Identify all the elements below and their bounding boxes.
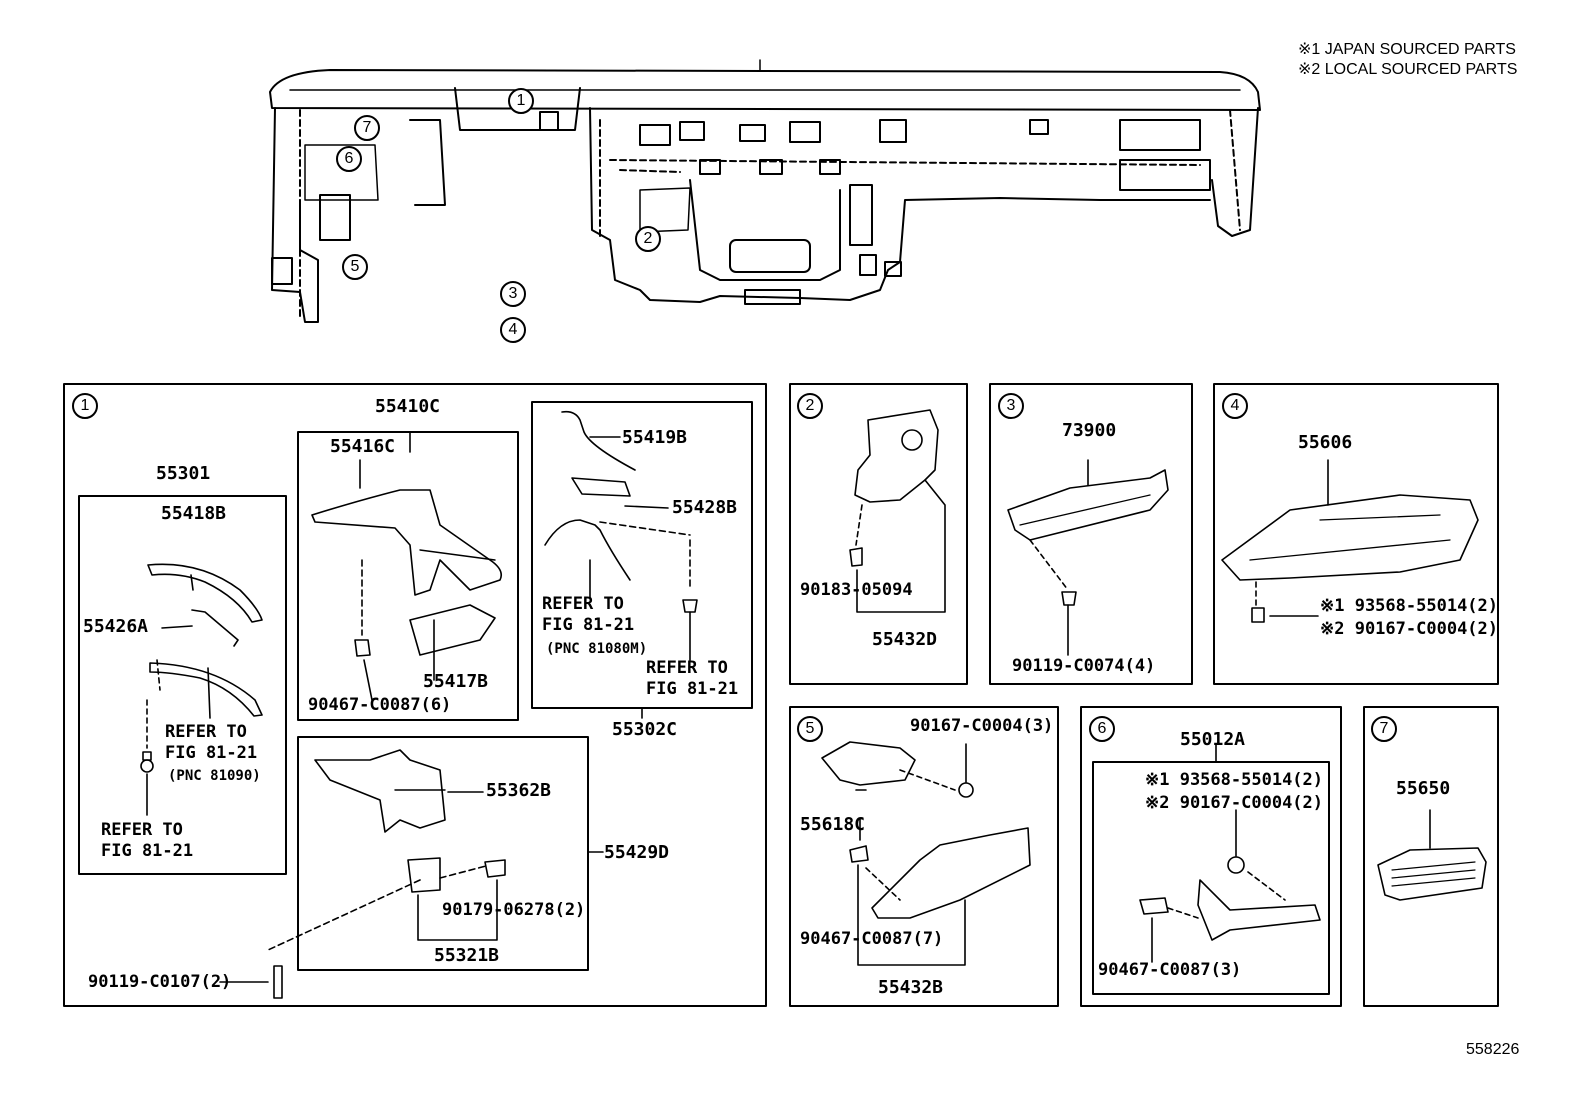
part-90167-C0004-2-box6[interactable]: ※2 90167-C0004(2) bbox=[1145, 793, 1324, 813]
refer-to-label-4: REFER TO bbox=[646, 658, 728, 678]
figure-id: 558226 bbox=[1466, 1041, 1520, 1058]
part-90167-C0004-3[interactable]: 90167-C0004(3) bbox=[910, 716, 1054, 736]
part-55321B[interactable]: 55321B bbox=[434, 945, 500, 966]
box1-part-art bbox=[140, 410, 698, 999]
part-55012A[interactable]: 55012A bbox=[1180, 729, 1246, 750]
pnc-ref-1: (PNC 81090) bbox=[168, 768, 261, 784]
fig-ref-4[interactable]: FIG 81-21 bbox=[646, 679, 739, 699]
part-55432D[interactable]: 55432D bbox=[872, 629, 938, 650]
part-55301[interactable]: 55301 bbox=[156, 463, 211, 484]
part-55419B[interactable]: 55419B bbox=[622, 427, 688, 448]
callout-7-overview: 7 bbox=[354, 115, 380, 141]
part-55302C[interactable]: 55302C bbox=[612, 719, 678, 740]
box6-part-art bbox=[1139, 744, 1321, 963]
box6-callout: 6 bbox=[1089, 716, 1115, 742]
box2-callout: 2 bbox=[797, 393, 823, 419]
box3-callout: 3 bbox=[998, 393, 1024, 419]
callout-4-overview: 4 bbox=[500, 317, 526, 343]
part-55417B[interactable]: 55417B bbox=[423, 671, 489, 692]
part-93568-55014-2-box4[interactable]: ※1 93568-55014(2) bbox=[1320, 596, 1499, 616]
part-55428B[interactable]: 55428B bbox=[672, 497, 738, 518]
part-90183-05094[interactable]: 90183-05094 bbox=[800, 580, 913, 600]
box1-callout: 1 bbox=[72, 393, 98, 419]
part-90119-C0074-4[interactable]: 90119-C0074(4) bbox=[1012, 656, 1156, 676]
box7-callout: 7 bbox=[1371, 716, 1397, 742]
pnc-ref-3: (PNC 81080M) bbox=[546, 641, 648, 657]
local-sourced-note: ※2 LOCAL SOURCED PARTS bbox=[1298, 61, 1518, 78]
fig-ref-3[interactable]: FIG 81-21 bbox=[542, 615, 635, 635]
callout-2-overview: 2 bbox=[635, 226, 661, 252]
callout-3-overview: 3 bbox=[500, 281, 526, 307]
part-55416C[interactable]: 55416C bbox=[330, 436, 396, 457]
part-55362B[interactable]: 55362B bbox=[486, 780, 552, 801]
callout-5-overview: 5 bbox=[342, 254, 368, 280]
part-55418B[interactable]: 55418B bbox=[161, 503, 227, 524]
box4-callout: 4 bbox=[1222, 393, 1248, 419]
refer-to-label-1: REFER TO bbox=[165, 722, 247, 742]
box5-callout: 5 bbox=[797, 716, 823, 742]
part-55650[interactable]: 55650 bbox=[1396, 778, 1451, 799]
box7-part-art bbox=[1377, 809, 1487, 901]
part-90467-C0087-3[interactable]: 90467-C0087(3) bbox=[1098, 960, 1242, 980]
part-55429D[interactable]: 55429D bbox=[604, 842, 670, 863]
box4-part-art bbox=[1221, 459, 1479, 623]
part-93568-55014-2-box6[interactable]: ※1 93568-55014(2) bbox=[1145, 770, 1324, 790]
part-55410C[interactable]: 55410C bbox=[375, 396, 441, 417]
part-55618C[interactable]: 55618C bbox=[800, 814, 866, 835]
part-55426A[interactable]: 55426A bbox=[83, 616, 149, 637]
fig-ref-1[interactable]: FIG 81-21 bbox=[165, 743, 258, 763]
japan-sourced-note: ※1 JAPAN SOURCED PARTS bbox=[1298, 41, 1516, 58]
box-frames bbox=[63, 383, 1499, 1007]
part-90467-C0087-7[interactable]: 90467-C0087(7) bbox=[800, 929, 944, 949]
part-90167-C0004-2-box4[interactable]: ※2 90167-C0004(2) bbox=[1320, 619, 1499, 639]
refer-to-label-2: REFER TO bbox=[101, 820, 183, 840]
box3-part-art bbox=[1007, 459, 1169, 656]
fig-ref-2[interactable]: FIG 81-21 bbox=[101, 841, 194, 861]
part-55606[interactable]: 55606 bbox=[1298, 432, 1353, 453]
dashboard-assembly-overview bbox=[269, 59, 1261, 323]
part-90179-06278-2[interactable]: 90179-06278(2) bbox=[442, 900, 586, 920]
part-55432B[interactable]: 55432B bbox=[878, 977, 944, 998]
callout-6-overview: 6 bbox=[336, 146, 362, 172]
part-90467-C0087-6[interactable]: 90467-C0087(6) bbox=[308, 695, 452, 715]
callout-1-overview: 1 bbox=[508, 88, 534, 114]
refer-to-label-3: REFER TO bbox=[542, 594, 624, 614]
box2-part-art bbox=[849, 409, 946, 613]
part-90119-C0107-2[interactable]: 90119-C0107(2) bbox=[88, 972, 232, 992]
box5-part-art bbox=[821, 741, 1031, 966]
part-73900[interactable]: 73900 bbox=[1062, 420, 1117, 441]
